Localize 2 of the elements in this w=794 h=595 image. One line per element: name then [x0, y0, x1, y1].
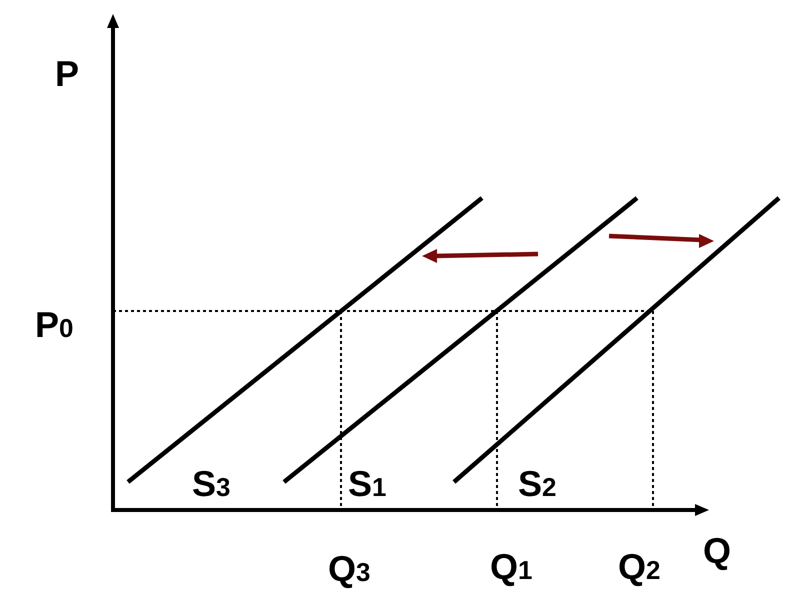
axis-label: Q [703, 533, 732, 569]
axis-label: P [55, 56, 80, 92]
